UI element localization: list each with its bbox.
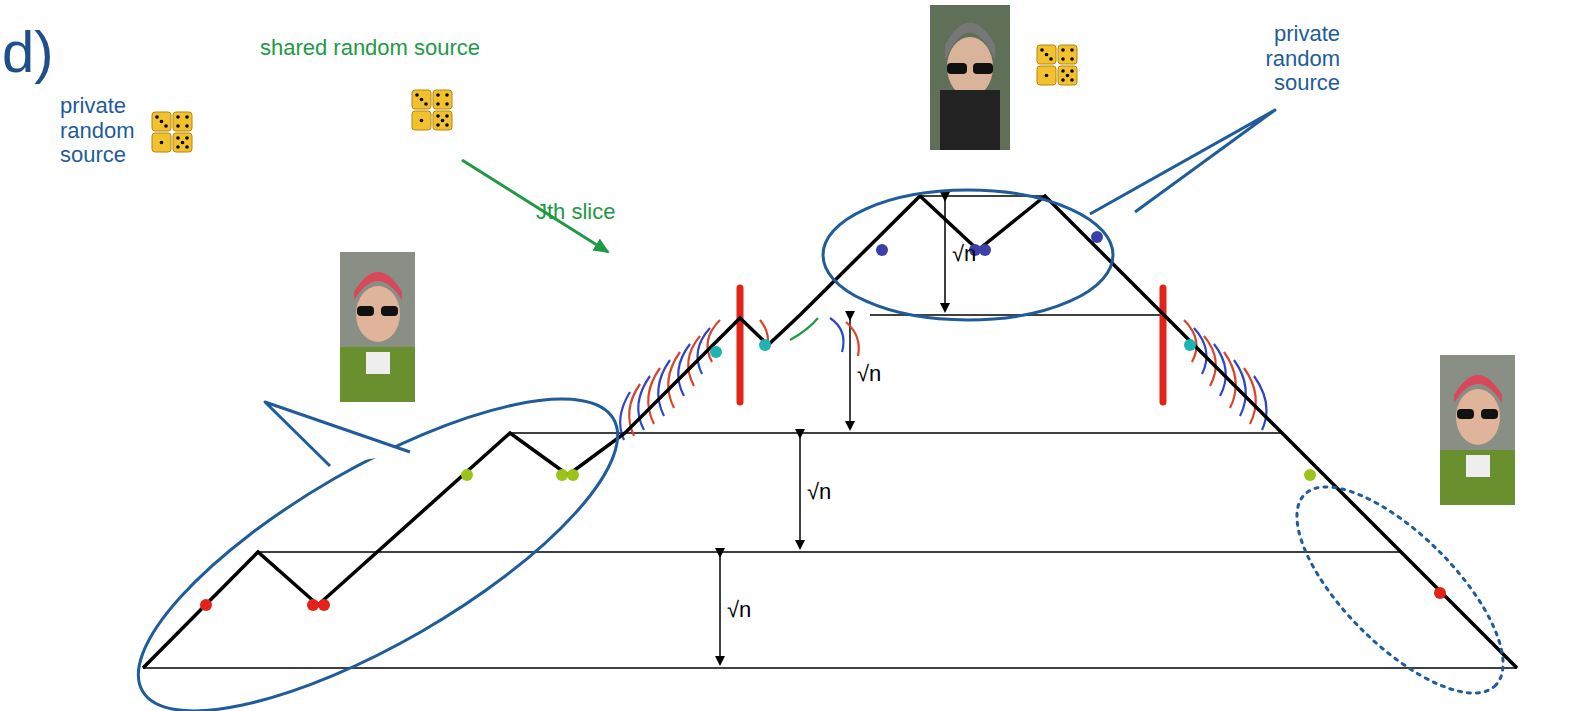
dimension-label: √n	[807, 480, 847, 505]
source-label: shared random source	[250, 36, 490, 61]
dimension-label: √n	[952, 242, 992, 267]
callout-label: private random source	[1230, 22, 1340, 96]
dimension-label: √n	[857, 362, 897, 387]
slice-label: Jth slice	[536, 200, 656, 225]
callout-label: private random source	[60, 94, 150, 168]
slide-title-fragment: d)	[2, 20, 82, 85]
dimension-label: √n	[727, 598, 767, 623]
